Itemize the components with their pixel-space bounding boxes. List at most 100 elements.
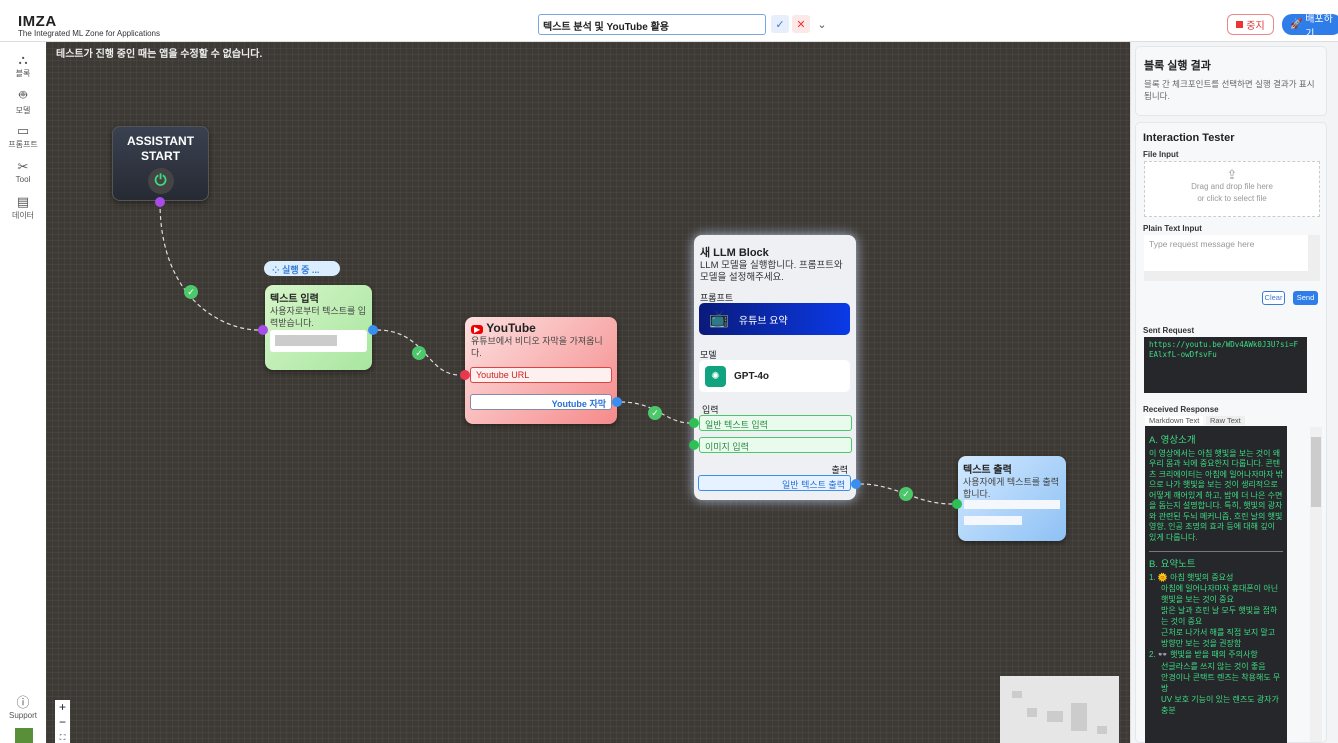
prompt-label: 프롬프트 xyxy=(700,293,734,303)
node-desc: LLM 모델을 실행합니다. 프롬프트와 모델을 설정해주세요. xyxy=(700,260,843,283)
user-avatar[interactable] xyxy=(15,728,33,743)
response-item: 선글라스를 쓰지 않는 것이 좋음 xyxy=(1161,661,1266,671)
power-icon[interactable]: ⏻ xyxy=(147,168,174,194)
output-field xyxy=(964,516,1022,525)
youtube-logo-text: YouTube xyxy=(486,321,536,335)
zoom-out-button[interactable]: − xyxy=(58,715,66,729)
openai-icon: ✺ xyxy=(705,365,726,387)
llm-image-in-port[interactable] xyxy=(689,440,699,450)
checkpoint-icon[interactable]: ✓ xyxy=(899,487,913,501)
response-view: A. 영상소개 이 영상에서는 아침 햇빛을 보는 것이 왜 우리 몸과 뇌에 … xyxy=(1145,426,1287,743)
node-desc: 유튜브에서 비디오 자막을 가져옵니다. xyxy=(471,336,603,358)
node-title: 텍스트 출력 xyxy=(963,465,1012,476)
text-input-field[interactable] xyxy=(270,330,367,352)
table-icon: ▤ xyxy=(16,194,30,209)
youtube-caption-output: Youtube 자막 xyxy=(470,394,612,410)
sidebar-item-models[interactable]: 🤖︎모델 xyxy=(0,87,46,116)
text-output-port-field: 일반 텍스트 출력 xyxy=(698,475,851,491)
block-result-card: 블록 실행 결과 블록 간 체크포인트를 선택하면 실행 결과가 표시됩니다. xyxy=(1135,46,1327,116)
app-logo: IMZA xyxy=(18,13,57,30)
stop-button[interactable]: 중지 xyxy=(1227,14,1274,35)
cancel-icon[interactable]: ✕ xyxy=(792,15,810,33)
running-badge: ⁘ 실행 중 ... xyxy=(264,261,340,276)
tab-raw-text[interactable]: Raw Text xyxy=(1206,416,1245,425)
deploy-button[interactable]: 🚀 배포하기 xyxy=(1282,14,1338,40)
plain-text-input[interactable]: Type request message here xyxy=(1144,235,1320,281)
response-scrollbar[interactable] xyxy=(1310,427,1322,742)
block-result-desc: 블록 간 체크포인트를 선택하면 실행 결과가 표시됩니다. xyxy=(1144,79,1315,101)
response-section: 1. 🌞 아침 햇빛의 중요성 xyxy=(1149,572,1234,582)
zoom-in-button[interactable]: + xyxy=(58,700,66,714)
right-panel: 블록 실행 결과 블록 간 체크포인트를 선택하면 실행 결과가 표시됩니다. … xyxy=(1130,42,1338,743)
start-title-2: START xyxy=(140,149,181,163)
edge-llm-textoutput xyxy=(859,483,953,505)
llm-out-port[interactable] xyxy=(851,479,861,489)
text-input-out-port[interactable] xyxy=(368,325,378,335)
checkpoint-icon[interactable]: ✓ xyxy=(648,406,662,420)
block-result-title: 블록 실행 결과 xyxy=(1144,60,1211,72)
checkpoint-icon[interactable]: ✓ xyxy=(184,285,198,299)
sent-request-view: https://youtu.be/WDv4AWk0J3U?si=FEAlxfL-… xyxy=(1144,337,1307,393)
support-label: Support xyxy=(8,711,38,720)
llm-text-in-port[interactable] xyxy=(689,418,699,428)
clear-button[interactable]: Clear xyxy=(1262,291,1285,305)
tester-title: Interaction Tester xyxy=(1143,132,1235,144)
confirm-icon[interactable]: ✓ xyxy=(771,15,789,33)
response-item: 근처로 나가서 해를 직접 보지 말고 방향만 보는 것을 권장함 xyxy=(1161,628,1276,648)
tools-icon: ✂ xyxy=(17,159,29,174)
edge-youtube-llm xyxy=(620,401,691,424)
response-item: 안경이나 콘택트 렌즈는 착용해도 무방 xyxy=(1161,673,1281,693)
response-item: 밝은 날과 흐린 날 모두 햇빛을 접하는 것이 중요 xyxy=(1161,606,1278,626)
running-label: 실행 중 ... xyxy=(282,265,320,275)
flow-canvas[interactable]: 테스트가 진행 중인 때는 앱을 수정할 수 없습니다. ✓ ✓ ✓ ✓ ASS… xyxy=(46,42,1130,743)
llm-node[interactable]: 새 LLM Block LLM 모델을 실행합니다. 프롬프트와 모델을 설정해… xyxy=(694,235,856,500)
zoom-controls: + − ⛶ xyxy=(55,700,70,743)
file-input-label: File Input xyxy=(1143,150,1179,159)
prompt-selector[interactable]: 📺 유튜브 요약 xyxy=(699,303,850,335)
sidebar-item-prompts[interactable]: ▭프롬프트 xyxy=(0,123,46,150)
send-button[interactable]: Send xyxy=(1293,291,1318,305)
sidebar-item-tool[interactable]: ✂Tool xyxy=(0,159,46,184)
sidebar-item-data[interactable]: ▤데이터 xyxy=(0,194,46,221)
sent-request-label: Sent Request xyxy=(1143,326,1195,335)
youtube-node[interactable]: ▶ YouTube 유튜브에서 비디오 자막을 가져옵니다. Youtube U… xyxy=(465,317,617,424)
prompt-name: 유튜브 요약 xyxy=(738,315,788,327)
tab-markdown-text[interactable]: Markdown Text xyxy=(1145,416,1204,425)
model-selector[interactable]: ✺GPT-4o xyxy=(699,360,850,392)
sidebar-item-blocks[interactable]: ⛬ 블록 xyxy=(0,52,46,79)
sidebar-label: 모델 xyxy=(15,106,31,115)
blocks-icon: ⛬ xyxy=(18,52,28,67)
sidebar-label: 프롬프트 xyxy=(8,140,38,149)
assistant-start-node[interactable]: ASSISTANT START ⏻ xyxy=(112,126,209,201)
edge-start-textinput xyxy=(159,201,259,331)
chevron-down-icon[interactable]: ⌄ xyxy=(817,18,827,31)
youtube-in-port[interactable] xyxy=(460,370,470,380)
sidebar-label: 블록 xyxy=(15,69,31,78)
youtube-url-input[interactable]: Youtube URL xyxy=(470,367,612,383)
text-output-node[interactable]: 텍스트 출력 사용자에게 텍스트를 출력합니다. xyxy=(958,456,1066,541)
text-input-node[interactable]: 텍스트 입력 사용자로부터 텍스트를 입력받습니다. xyxy=(265,285,372,370)
response-item: 아침에 일어나자마자 휴대폰이 아닌 햇빛을 보는 것이 중요 xyxy=(1161,584,1279,604)
node-desc: 사용자에게 텍스트를 출력합니다. xyxy=(963,477,1060,499)
text-input-in-port[interactable] xyxy=(258,325,268,335)
response-paragraph: 이 영상에서는 아침 햇빛을 보는 것이 왜 우리 몸과 뇌에 중요한지 다룹니… xyxy=(1149,448,1284,542)
node-title: 텍스트 입력 xyxy=(270,294,319,305)
file-dropzone[interactable]: ⇪ Drag and drop file here or click to se… xyxy=(1144,161,1320,217)
start-output-port[interactable] xyxy=(155,197,165,207)
stop-icon xyxy=(1236,21,1244,28)
output-field xyxy=(964,500,1060,509)
youtube-out-port[interactable] xyxy=(612,397,622,407)
text-output-in-port[interactable] xyxy=(952,499,962,509)
checkpoint-icon[interactable]: ✓ xyxy=(412,346,426,360)
node-title: 새 LLM Block xyxy=(700,247,769,259)
fit-view-icon[interactable]: ⛶ xyxy=(59,733,66,742)
input-label: 입력 xyxy=(702,405,719,415)
app-subtitle: The Integrated ML Zone for Applications xyxy=(18,29,161,38)
image-input-port-field: 이미지 입력 xyxy=(699,437,852,453)
tv-icon: 📺 xyxy=(709,311,729,328)
app-title-input[interactable]: 텍스트 분석 및 YouTube 활용 xyxy=(538,14,766,35)
header: IMZA The Integrated ML Zone for Applicat… xyxy=(0,0,1338,42)
minimap[interactable] xyxy=(1000,676,1119,743)
